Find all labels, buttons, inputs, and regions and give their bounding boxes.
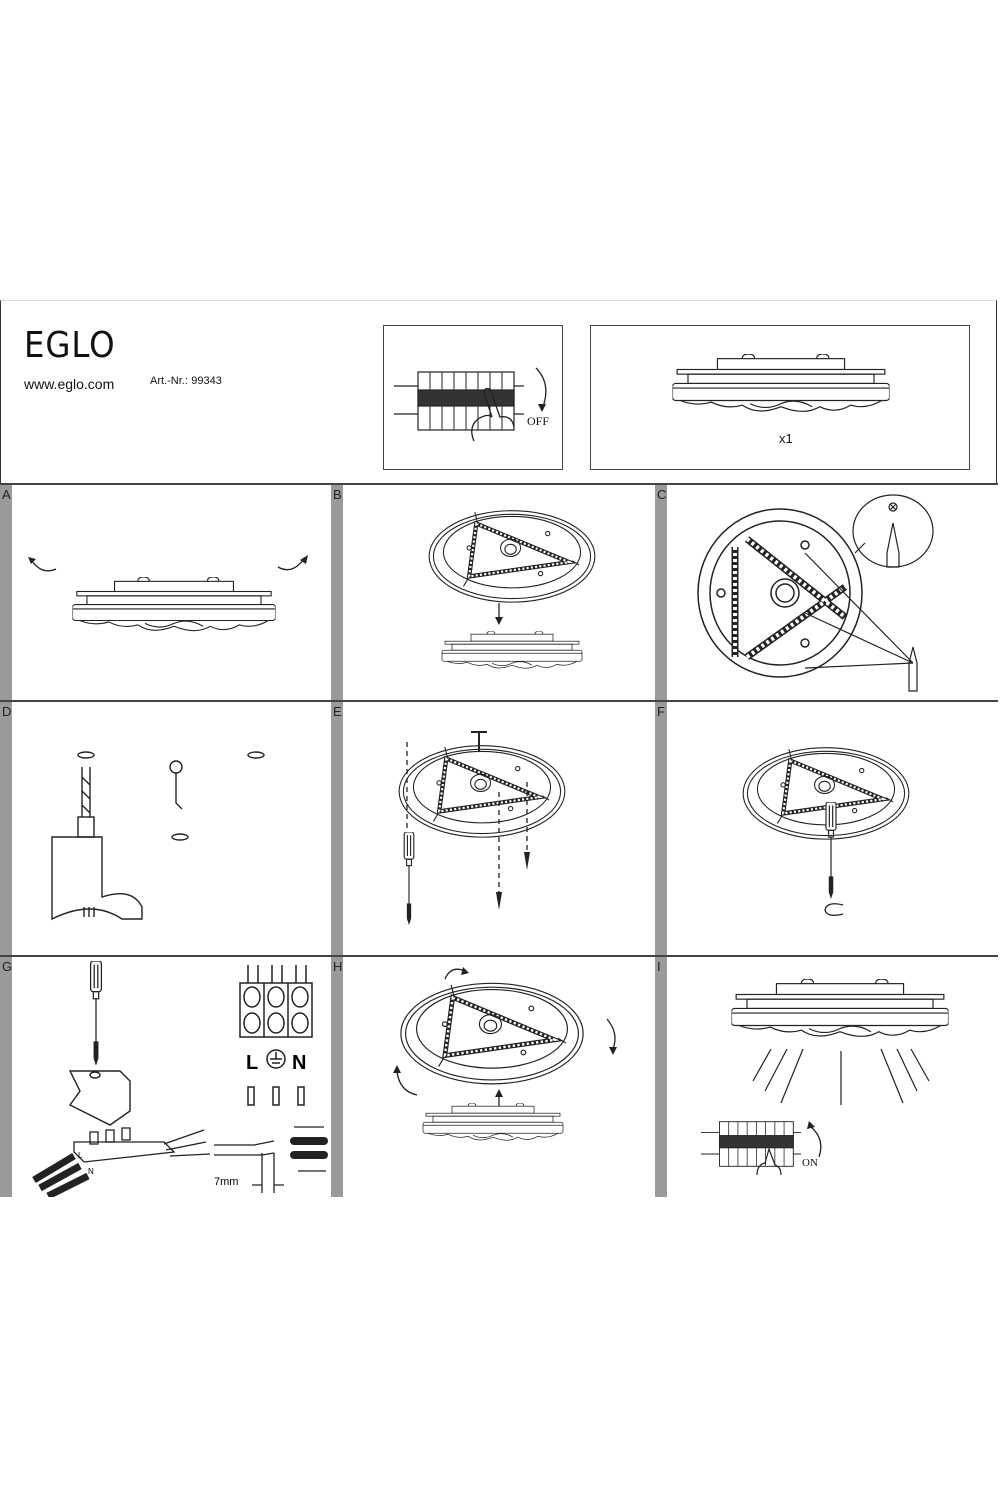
article-value: 99343 xyxy=(191,375,222,387)
on-label: ON xyxy=(802,1157,818,1169)
step-i-panel: I ON xyxy=(655,955,998,1197)
panel-strip xyxy=(0,702,12,956)
circuit-breaker-icon xyxy=(701,1117,801,1171)
lamp-shade-icon xyxy=(381,1117,605,1157)
rotate-arrow-icon xyxy=(28,557,57,572)
step-a-panel: A xyxy=(0,483,331,701)
rotate-arrow-icon xyxy=(277,555,308,571)
step-label: G xyxy=(2,959,13,974)
step-b-panel: B xyxy=(331,483,655,701)
step-label: I xyxy=(657,959,661,974)
mounting-plate-icon xyxy=(407,505,617,605)
screw-guide-icon xyxy=(406,731,530,910)
quantity-label: x1 xyxy=(779,431,793,446)
panel-strip xyxy=(0,957,12,1197)
lamp-icon xyxy=(36,577,312,635)
step-e-panel: E xyxy=(331,700,655,956)
screwdriver-icon xyxy=(399,832,419,928)
strip-length-label: 7mm xyxy=(214,1176,238,1188)
bracket-icon xyxy=(68,1070,131,1126)
step-c-panel: C xyxy=(655,483,998,701)
panel-strip xyxy=(655,702,667,956)
wire-strip-diagram-icon: 7mm xyxy=(214,1126,328,1193)
step-label: B xyxy=(333,487,342,502)
connector-diagram-icon: L N xyxy=(239,965,313,1106)
step-g-panel: G L N L N 7mm xyxy=(0,955,331,1197)
rotate-arrow-icon xyxy=(606,1018,617,1055)
hand-icon xyxy=(471,387,515,442)
arrow-down-icon xyxy=(495,603,503,625)
rotate-arrow-icon xyxy=(393,1065,418,1096)
step-f-panel: F xyxy=(655,700,998,956)
lamp-icon xyxy=(643,354,919,416)
light-rays-icon xyxy=(752,1048,930,1105)
step-d-panel: D xyxy=(0,700,331,956)
arrow-down-icon xyxy=(535,367,547,412)
step-label: E xyxy=(333,704,342,719)
drill-marking-icon xyxy=(804,494,934,692)
step-label: D xyxy=(2,704,12,719)
l-symbol: L xyxy=(246,1052,258,1074)
drill-icon xyxy=(51,751,265,921)
step-h-panel: H xyxy=(331,955,655,1197)
arrow-up-icon xyxy=(807,1121,822,1158)
terminal-n-label: N xyxy=(88,1167,94,1176)
terminal-l-label: L xyxy=(78,1151,83,1160)
terminal-block-icon: L N xyxy=(32,1127,211,1197)
lamp-shade-icon xyxy=(399,645,625,685)
step-label: C xyxy=(657,487,667,502)
panel-strip xyxy=(331,957,343,1197)
screwdriver-icon xyxy=(821,802,841,902)
power-off-box: OFF xyxy=(383,325,563,470)
rotate-arrow-icon xyxy=(444,967,469,980)
off-label: OFF xyxy=(527,414,550,428)
panel-strip xyxy=(655,957,667,1197)
panel-strip xyxy=(655,485,667,701)
lamp-icon xyxy=(703,979,977,1041)
panel-strip xyxy=(331,702,343,956)
step-label: F xyxy=(657,704,665,719)
panel-strip xyxy=(331,485,343,701)
clip-icon xyxy=(824,903,844,916)
hand-icon xyxy=(756,1147,782,1176)
panel-strip xyxy=(0,485,12,701)
article-number: Art.-Nr.: 99343 xyxy=(150,373,222,387)
step-label: A xyxy=(2,487,11,502)
screwdriver-icon xyxy=(86,961,106,1069)
article-label: Art.-Nr.: xyxy=(150,375,188,387)
package-contents-box: x1 xyxy=(590,325,970,470)
brand-logo: EGLO xyxy=(24,325,116,366)
step-label: H xyxy=(333,959,343,974)
n-symbol: N xyxy=(292,1052,306,1074)
mounting-plate-top-icon xyxy=(697,508,863,678)
website-link: www.eglo.com xyxy=(24,376,115,392)
